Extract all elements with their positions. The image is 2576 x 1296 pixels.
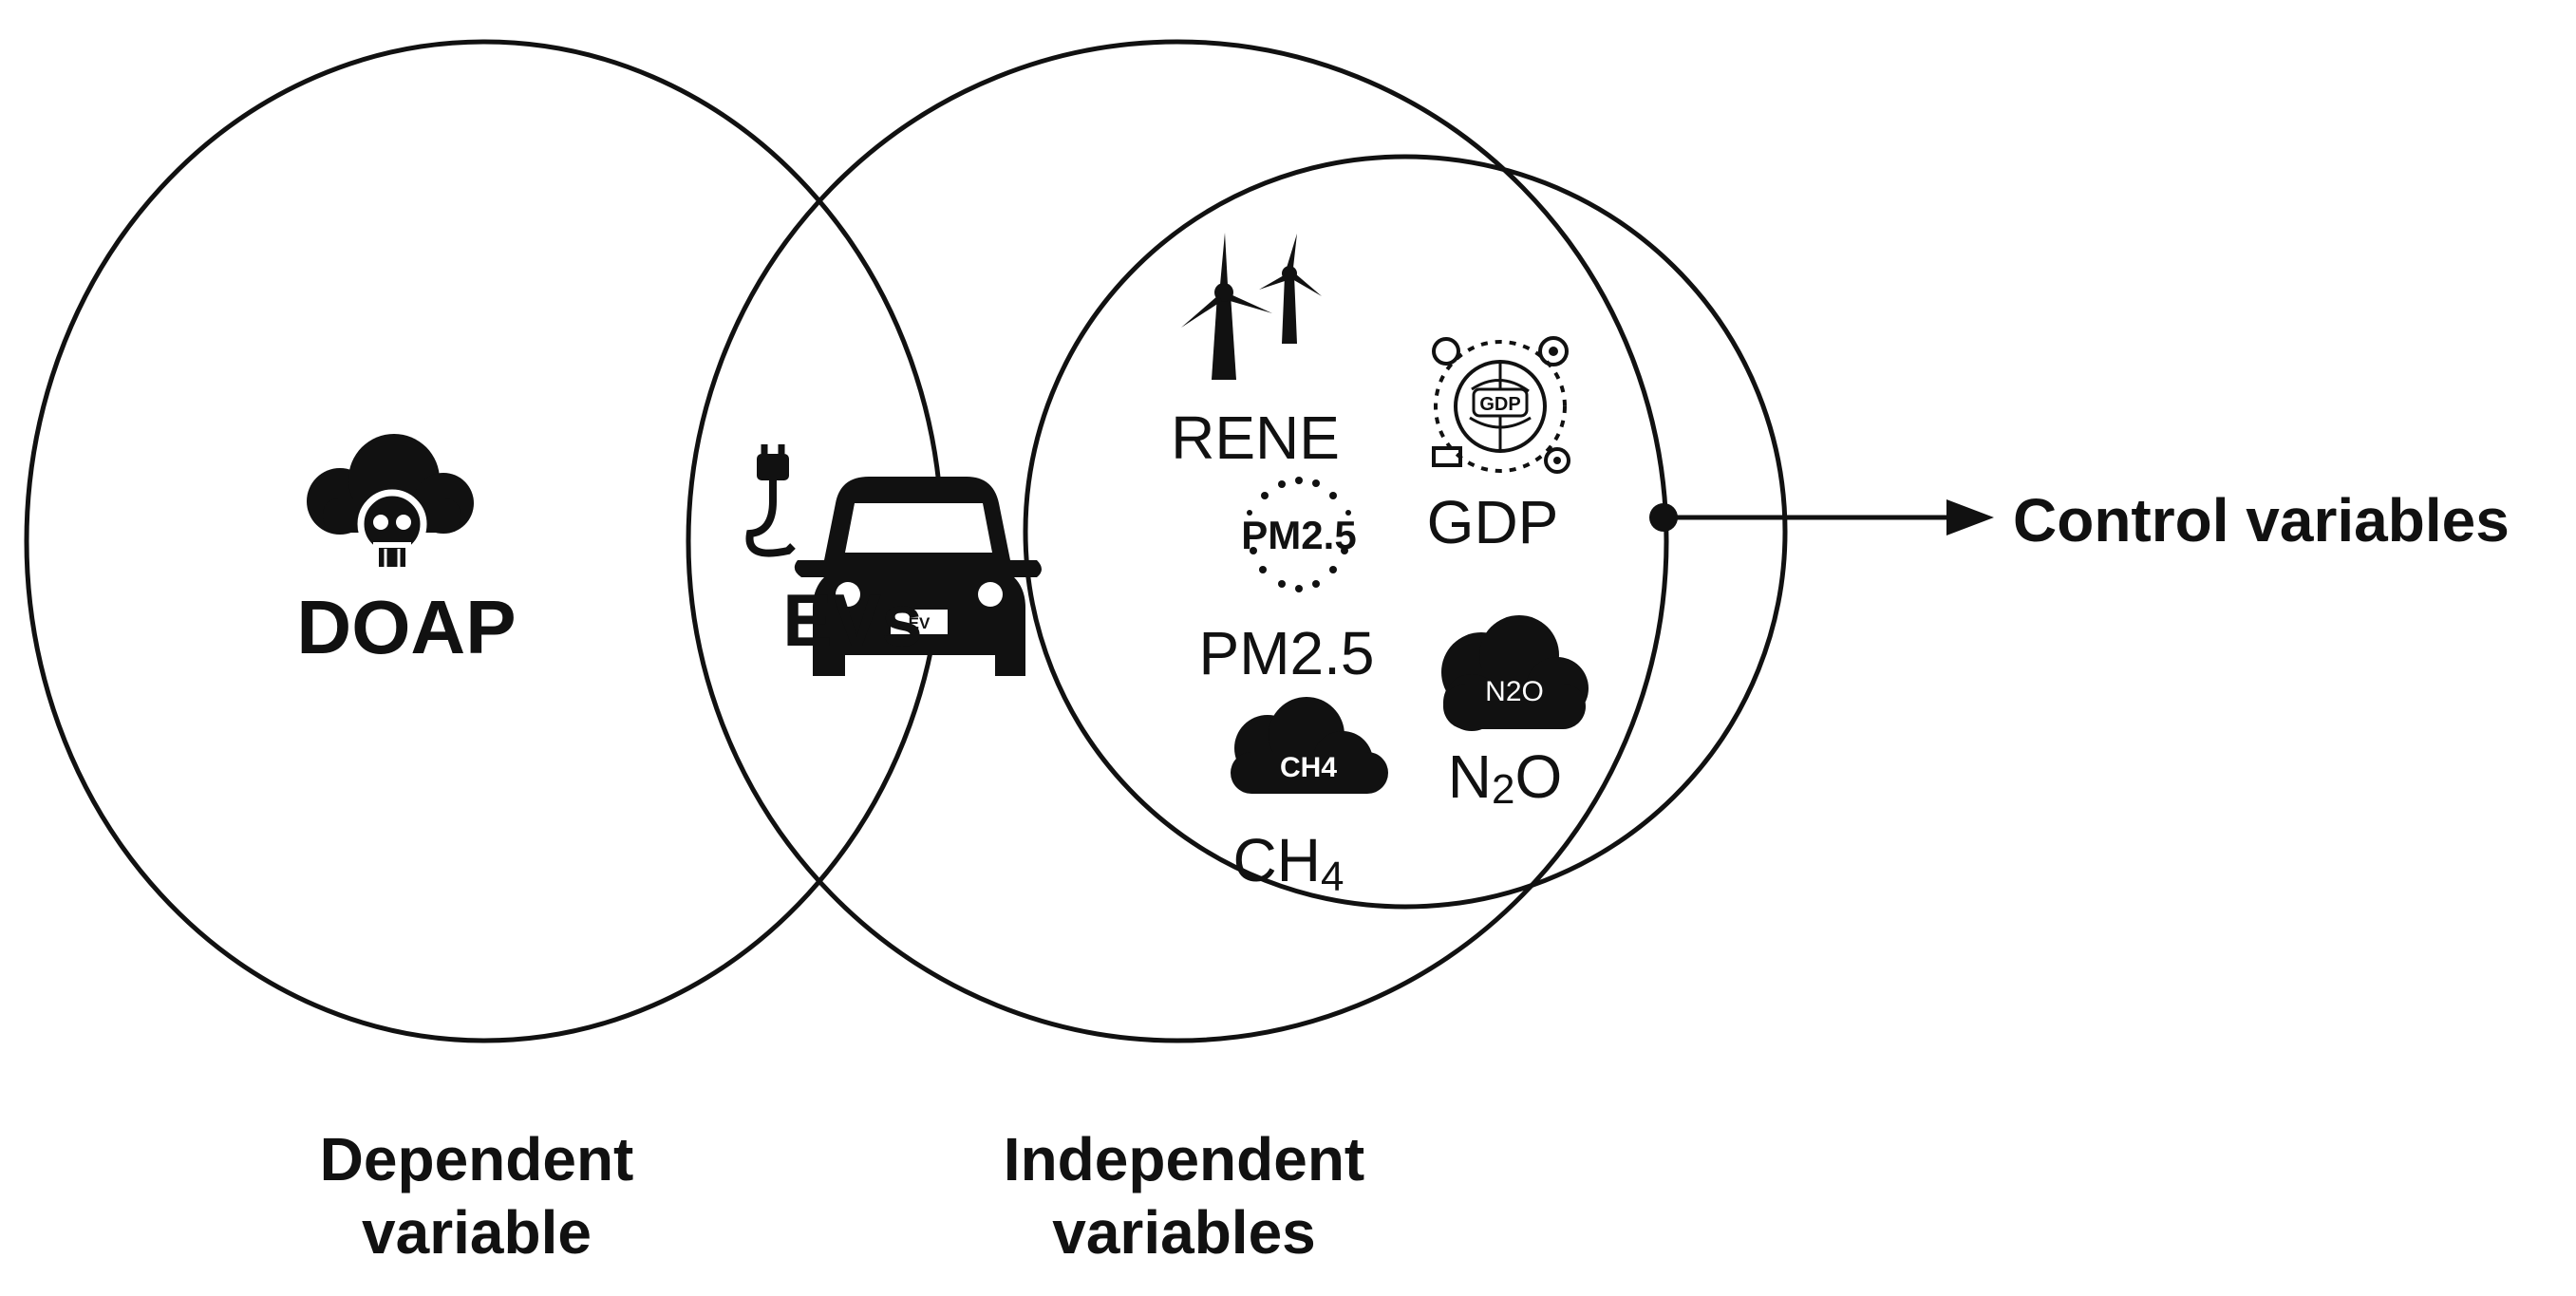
dependent-label-line1: Dependent	[320, 1125, 634, 1193]
independent-circle	[686, 39, 1669, 1043]
rene-label: RENE	[1171, 404, 1340, 472]
ch4-icon-text: CH4	[1280, 752, 1337, 783]
control-circle	[1023, 154, 1788, 910]
independent-label-line1: Independent	[1004, 1125, 1364, 1193]
gdp-label: GDP	[1427, 488, 1559, 556]
gdp-icon: GDP	[1432, 336, 1570, 474]
control-arrow-head	[1946, 499, 1994, 535]
dependent-label-line2: variable	[362, 1198, 592, 1267]
dependent-circle	[24, 39, 945, 1043]
n2o-cloud-icon: N2O	[1441, 615, 1589, 731]
gdp-icon-text: GDP	[1479, 394, 1520, 415]
pm25-label: PM2.5	[1199, 619, 1375, 687]
ch4-cloud-icon: CH4	[1231, 697, 1388, 794]
ev-badge-text: EV	[909, 614, 931, 632]
pm25-icon: PM2.5	[1241, 477, 1357, 592]
doap-label: DOAP	[296, 585, 516, 669]
electric-car-icon: EV	[745, 444, 1042, 676]
n2o-icon-text: N2O	[1485, 676, 1544, 707]
wind-turbine-icon	[1181, 233, 1322, 380]
toxic-cloud-icon	[307, 434, 474, 573]
ch4-label: CH4	[1233, 826, 1344, 900]
evs-label: EVs	[782, 578, 922, 662]
pm25-icon-text: PM2.5	[1241, 513, 1356, 557]
independent-label-line2: variables	[1052, 1198, 1316, 1267]
control-variables-label: Control variables	[2013, 486, 2510, 554]
n2o-label: N2O	[1448, 742, 1562, 813]
